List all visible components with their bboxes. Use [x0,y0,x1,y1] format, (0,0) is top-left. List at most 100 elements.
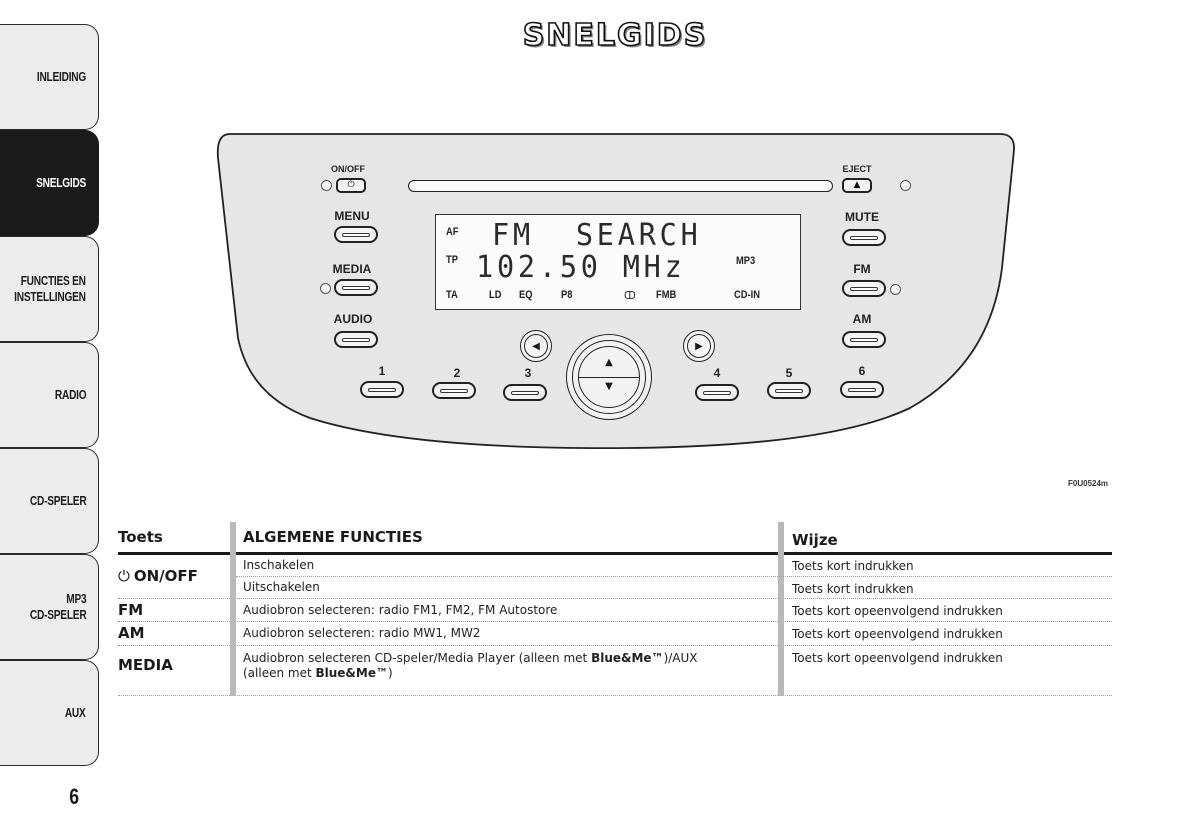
up-arrow-icon[interactable]: ▲ [605,357,613,368]
right-arrow-icon: ▶ [695,340,703,352]
tab-cd-speler[interactable]: CD-SPELER [0,448,99,554]
mode-cell: Toets kort indrukken [792,582,914,596]
preset-1-label: 1 [378,364,386,378]
function-cell: Audiobron selecteren: radio FM1, FM2, FM… [243,603,558,617]
led-indicator [900,180,911,191]
cd-in-indicator: CD-IN [734,289,760,301]
tab-label: SNELGIDS [36,175,86,190]
row-key: MEDIA [118,656,173,674]
stereo-icon: ↀ [624,290,636,302]
preset-6-label: 6 [858,364,866,378]
sub-row-divider [236,576,1112,577]
radio-front-panel-illustration: ON/OFF ⏻ EJECT ▲ MENU MEDIA AUDIO MUTE F… [210,128,1020,458]
table-row: MEDIA Audiobron selecteren CD-speler/Med… [118,646,1112,696]
audio-button[interactable] [334,331,378,348]
function-text: Audiobron selecteren CD-speler/Media Pla… [243,651,592,665]
preset-3-button[interactable] [503,384,547,401]
preset-4-label: 4 [713,366,721,380]
tab-label: INLEIDING [36,69,86,84]
am-button[interactable] [842,331,886,348]
eject-label: EJECT [842,164,872,174]
tab-snelgids[interactable]: SNELGIDS [0,130,99,236]
tab-functies-en-instellingen[interactable]: FUNCTIES EN INSTELLINGEN [0,236,99,342]
preset-6-button[interactable] [840,381,884,398]
tab-label: AUX [65,705,86,720]
fm-label: FM [853,262,871,276]
preset-1-button[interactable] [360,381,404,398]
preset-3-label: 3 [524,366,532,380]
display-line-1: FM SEARCH [492,218,702,253]
led-indicator [321,180,332,191]
cd-slot [408,180,833,192]
tab-mp3-cd-speler[interactable]: MP3 CD-SPELER [0,554,99,660]
display-line-2: 102.50 MHz [476,250,686,285]
tab-label: RADIO [54,387,86,402]
tp-indicator: TP [446,254,458,266]
p8-indicator: P8 [561,289,573,301]
tab-aux[interactable]: AUX [0,660,99,766]
audio-label: AUDIO [333,312,373,326]
preset-5-label: 5 [785,366,793,380]
column-divider [778,622,784,646]
row-key: AM [118,624,145,642]
function-cell: Uitschakelen [243,580,320,594]
mute-label: MUTE [845,210,879,224]
column-divider [230,646,236,696]
power-icon: ⏻ [118,567,130,585]
header-key: Toets [118,528,163,546]
column-divider [230,522,236,555]
seek-left-button[interactable]: ◀ [520,330,552,362]
table-row: AM Audiobron selecteren: radio MW1, MW2 … [118,622,1112,646]
af-indicator: AF [446,226,459,238]
function-cell: Inschakelen [243,558,315,572]
column-divider [778,646,784,696]
tab-label: FUNCTIES EN INSTELLINGEN [14,273,86,304]
up-down-selector[interactable]: ▲ ▼ [566,334,652,420]
fm-button[interactable] [842,280,886,297]
lcd-display: AF TP TA FM SEARCH 102.50 MHz MP3 LD EQ … [435,214,801,310]
menu-label: MENU [334,209,370,223]
preset-4-button[interactable] [695,384,739,401]
preset-2-button[interactable] [432,382,476,399]
eq-indicator: EQ [519,289,533,301]
mode-cell: Toets kort opeenvolgend indrukken [792,604,1003,618]
power-icon: ⏻ [347,180,355,190]
page-title: SNELGIDS [522,17,708,54]
selector-inner [578,346,640,408]
table-header: Toets ALGEMENE FUNCTIES Wijze [118,522,1112,555]
mode-cell: Toets kort indrukken [792,559,914,573]
column-divider [230,555,236,599]
down-arrow-icon[interactable]: ▼ [605,381,613,392]
eject-icon: ▲ [853,180,861,190]
eject-button[interactable]: ▲ [842,178,872,193]
column-divider [230,599,236,622]
column-divider [230,622,236,646]
tab-inleiding[interactable]: INLEIDING [0,24,99,130]
ld-indicator: LD [489,289,502,301]
function-text: ) [387,666,393,680]
row-key: ⏻ON/OFF [118,567,198,585]
preset-2-label: 2 [453,366,461,380]
mute-button[interactable] [842,229,886,246]
function-cell: Audiobron selecteren CD-speler/Media Pla… [243,651,773,681]
mode-cell: Toets kort opeenvolgend indrukken [792,627,1003,641]
fmb-indicator: FMB [656,289,677,301]
header-functions: ALGEMENE FUNCTIES [243,528,423,546]
media-label: MEDIA [332,262,372,276]
mode-cell: Toets kort opeenvolgend indrukken [792,651,1003,665]
am-label: AM [852,312,872,326]
brand-text: Blue&Me™ [591,651,664,665]
figure-code: F0U0524m [1068,479,1109,488]
on-off-button[interactable]: ⏻ [336,178,366,193]
seek-right-button[interactable]: ▶ [683,330,715,362]
preset-5-button[interactable] [767,382,811,399]
row-key: FM [118,601,144,619]
media-button[interactable] [334,279,378,296]
menu-button[interactable] [334,226,378,243]
brand-text: Blue&Me™ [315,666,388,680]
header-mode: Wijze [792,531,838,549]
tab-radio[interactable]: RADIO [0,342,99,448]
page-number: 6 [69,784,80,809]
table-row: FM Audiobron selecteren: radio FM1, FM2,… [118,599,1112,622]
function-text: )/AUX [663,651,698,665]
